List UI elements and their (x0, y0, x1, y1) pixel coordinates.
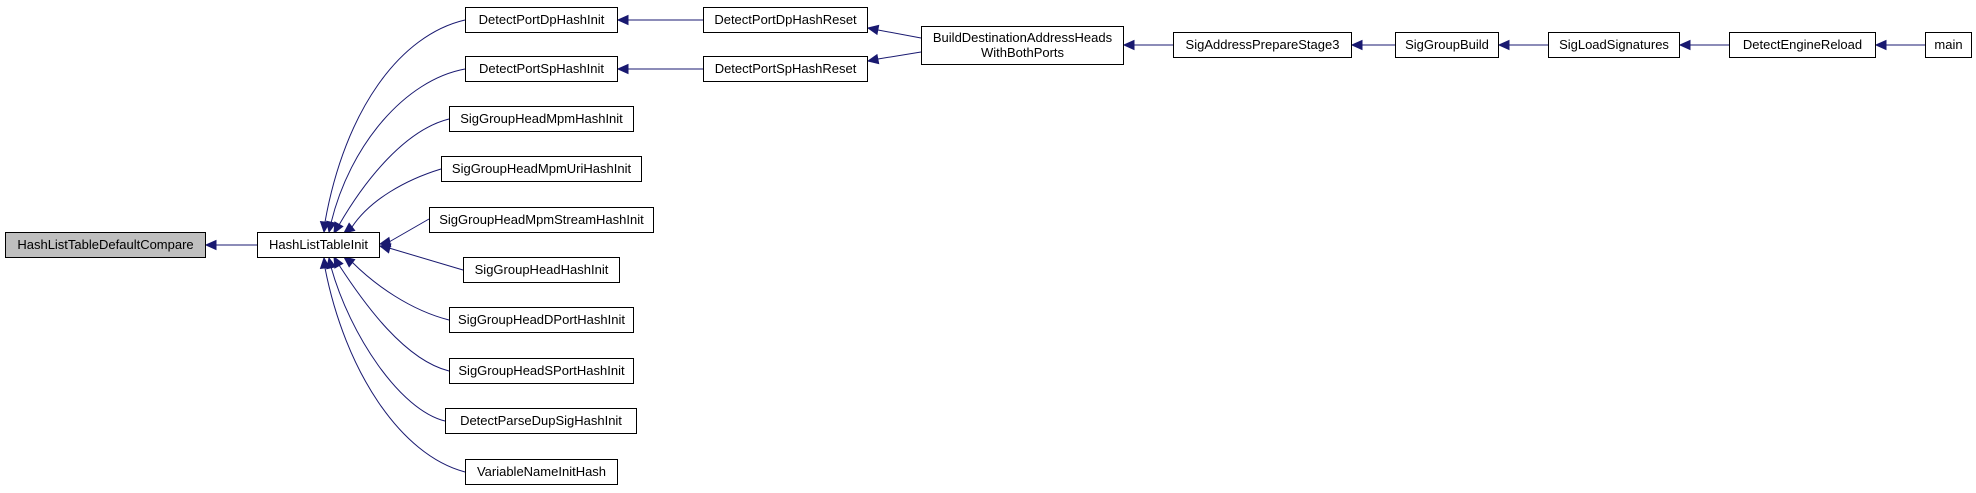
node-sig-group-head-mpm-uri-hash-init-label: SigGroupHeadMpmUriHashInit (452, 161, 632, 176)
node-hash-list-table-default-compare[interactable]: HashListTableDefaultCompare (5, 232, 206, 258)
edge-mpm-uri-hash-init-to-hash-list-table-init (343, 168, 442, 234)
node-variable-name-init-hash[interactable]: VariableNameInitHash (465, 459, 618, 485)
node-sig-group-head-hash-init-label: SigGroupHeadHashInit (475, 262, 609, 277)
node-hash-list-table-default-compare-label: HashListTableDefaultCompare (17, 237, 193, 252)
edge-build-destination-to-sp-hash-reset (866, 51, 922, 65)
edge-variable-name-init-hash-to-hash-list-table-init (319, 256, 466, 473)
node-sig-load-signatures-box (1548, 32, 1680, 58)
node-sig-address-prepare-stage3[interactable]: SigAddressPrepareStage3 (1173, 32, 1352, 58)
node-sig-group-head-mpm-hash-init-box (449, 106, 634, 132)
node-hash-list-table-init-box (257, 232, 380, 258)
edge-mpm-stream-hash-init-to-hash-list-table-init (378, 218, 430, 248)
node-detect-engine-reload[interactable]: DetectEngineReload (1729, 32, 1876, 58)
node-variable-name-init-hash-label: VariableNameInitHash (477, 464, 606, 479)
edge-sig-group-build-to-sig-address-prepare-stage3 (1350, 39, 1395, 51)
edge-sig-load-signatures-to-sig-group-build (1497, 39, 1548, 51)
node-detect-parse-dup-sig-hash-init-box (445, 408, 637, 434)
edge-dp-hash-init-to-hash-list-table-init (319, 19, 466, 234)
node-detect-parse-dup-sig-hash-init-label: DetectParseDupSigHashInit (460, 413, 622, 428)
edge-dport-hash-init-to-hash-list-table-init (343, 256, 450, 321)
node-sig-group-head-mpm-stream-hash-init-box (429, 207, 654, 233)
node-sig-group-build-box (1395, 32, 1499, 58)
node-build-destination-address-heads-with-both-ports-label: WithBothPorts (981, 45, 1065, 60)
node-detect-port-dp-hash-reset-label: DetectPortDpHashReset (714, 12, 857, 27)
node-sig-group-head-dport-hash-init-box (449, 307, 634, 333)
node-sig-group-head-mpm-uri-hash-init[interactable]: SigGroupHeadMpmUriHashInit (441, 156, 642, 182)
node-sig-address-prepare-stage3-label: SigAddressPrepareStage3 (1186, 37, 1340, 52)
node-detect-port-dp-hash-init[interactable]: DetectPortDpHashInit (465, 7, 618, 33)
node-sig-group-head-dport-hash-init[interactable]: SigGroupHeadDPortHashInit (449, 307, 634, 333)
node-sig-group-head-sport-hash-init-box (449, 358, 634, 384)
node-sig-group-head-mpm-uri-hash-init-box (441, 156, 642, 182)
node-detect-port-sp-hash-reset-label: DetectPortSpHashReset (715, 61, 857, 76)
node-sig-group-head-sport-hash-init-label: SigGroupHeadSPortHashInit (458, 363, 625, 378)
node-variable-name-init-hash-box (465, 459, 618, 485)
node-sig-group-head-mpm-hash-init[interactable]: SigGroupHeadMpmHashInit (449, 106, 634, 132)
edge-detect-engine-reload-to-sig-load-signatures (1678, 39, 1729, 51)
node-detect-engine-reload-label: DetectEngineReload (1743, 37, 1862, 52)
node-main[interactable]: main (1925, 32, 1972, 58)
node-detect-port-sp-hash-init[interactable]: DetectPortSpHashInit (465, 56, 618, 82)
edge-sport-hash-init-to-hash-list-table-init (333, 255, 450, 372)
node-detect-port-dp-hash-init-box (465, 7, 618, 33)
node-detect-port-dp-hash-reset[interactable]: DetectPortDpHashReset (703, 7, 868, 33)
node-main-box (1925, 32, 1972, 58)
node-sig-group-head-mpm-hash-init-label: SigGroupHeadMpmHashInit (460, 111, 623, 126)
node-sig-load-signatures[interactable]: SigLoadSignatures (1548, 32, 1680, 58)
node-detect-parse-dup-sig-hash-init[interactable]: DetectParseDupSigHashInit (445, 408, 637, 434)
node-build-destination-address-heads-with-both-ports-box (921, 26, 1124, 65)
edge-hash-list-table-init-to-default-compare (204, 239, 257, 251)
node-detect-port-sp-hash-reset[interactable]: DetectPortSpHashReset (703, 56, 868, 82)
node-detect-port-sp-hash-init-label: DetectPortSpHashInit (479, 61, 604, 76)
call-graph-edges (204, 14, 1925, 473)
node-hash-list-table-default-compare-box (5, 232, 206, 258)
edge-dp-hash-reset-to-dp-hash-init (616, 14, 703, 26)
node-detect-port-dp-hash-reset-box (703, 7, 868, 33)
node-build-destination-address-heads-with-both-ports[interactable]: BuildDestinationAddressHeadsWithBothPort… (921, 26, 1124, 65)
node-detect-port-dp-hash-init-label: DetectPortDpHashInit (479, 12, 605, 27)
node-sig-group-build[interactable]: SigGroupBuild (1395, 32, 1499, 58)
node-detect-port-sp-hash-reset-box (703, 56, 868, 82)
node-detect-port-sp-hash-init-box (465, 56, 618, 82)
node-hash-list-table-init-label: HashListTableInit (269, 237, 368, 252)
edge-dup-sig-hash-init-to-hash-list-table-init (326, 256, 446, 422)
node-hash-list-table-init[interactable]: HashListTableInit (257, 232, 380, 258)
edge-sig-address-prepare-stage3-to-build-destination (1122, 39, 1173, 51)
node-build-destination-address-heads-with-both-ports-label: BuildDestinationAddressHeads (933, 30, 1113, 45)
node-sig-group-head-mpm-stream-hash-init-label: SigGroupHeadMpmStreamHashInit (439, 212, 644, 227)
edge-main-to-detect-engine-reload (1874, 39, 1925, 51)
edge-mpm-hash-init-to-hash-list-table-init (333, 118, 450, 235)
edge-sp-hash-init-to-hash-list-table-init (326, 68, 466, 234)
node-main-label: main (1934, 37, 1962, 52)
node-sig-group-head-mpm-stream-hash-init[interactable]: SigGroupHeadMpmStreamHashInit (429, 207, 654, 233)
node-sig-address-prepare-stage3-box (1173, 32, 1352, 58)
edge-hash-init-to-hash-list-table-init (378, 243, 464, 271)
node-sig-group-head-hash-init[interactable]: SigGroupHeadHashInit (463, 257, 620, 283)
node-sig-group-head-hash-init-box (463, 257, 620, 283)
edge-sp-hash-reset-to-sp-hash-init (616, 63, 703, 75)
node-detect-engine-reload-box (1729, 32, 1876, 58)
node-sig-group-head-dport-hash-init-label: SigGroupHeadDPortHashInit (458, 312, 625, 327)
node-sig-load-signatures-label: SigLoadSignatures (1559, 37, 1669, 52)
node-sig-group-head-sport-hash-init[interactable]: SigGroupHeadSPortHashInit (449, 358, 634, 384)
edge-build-destination-to-dp-hash-reset (866, 24, 922, 39)
call-graph-nodes: HashListTableDefaultCompare HashListTable… (5, 7, 1972, 485)
node-sig-group-build-label: SigGroupBuild (1405, 37, 1489, 52)
